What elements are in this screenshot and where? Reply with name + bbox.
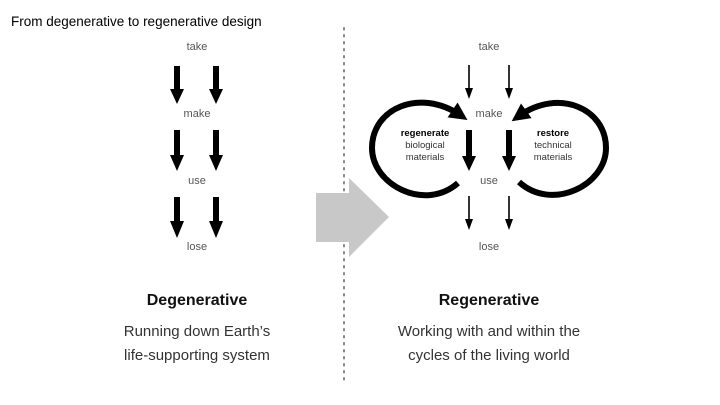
degenerative-step-lose: lose bbox=[186, 241, 208, 253]
regenerative-step-take: take bbox=[478, 41, 500, 53]
thin-arrow bbox=[465, 196, 473, 230]
thin-arrow bbox=[505, 196, 513, 230]
degenerative-step-use: use bbox=[188, 175, 206, 187]
degenerative-step-take: take bbox=[186, 41, 208, 53]
loop-right bbox=[511, 99, 610, 198]
page-title: From degenerative to regenerative design bbox=[11, 14, 262, 29]
loop-right-title: restore bbox=[536, 128, 570, 139]
loop-left-line2: materials bbox=[405, 152, 445, 163]
loop-left-title: regenerate bbox=[400, 128, 450, 139]
loop-right-line1: technical bbox=[534, 140, 572, 151]
transition-arrow bbox=[316, 178, 389, 257]
thin-arrow bbox=[505, 65, 513, 99]
degenerative-description-line2: life-supporting system bbox=[124, 347, 270, 364]
regenerative-description: Working with and within the cycles of th… bbox=[398, 320, 580, 368]
loop-right-label: restore technical materials bbox=[534, 128, 573, 164]
degenerative-arrows bbox=[170, 66, 223, 238]
thin-arrow bbox=[465, 65, 473, 99]
regenerative-description-line1: Working with and within the bbox=[397, 323, 581, 340]
loop-left-label: regenerate biological materials bbox=[401, 128, 450, 164]
regenerative-step-make: make bbox=[475, 108, 503, 120]
degenerative-description-line1: Running down Earth’s bbox=[123, 323, 271, 340]
loop-left bbox=[368, 99, 468, 199]
regenerative-thin-arrows bbox=[465, 65, 513, 230]
regenerative-step-lose: lose bbox=[478, 241, 500, 253]
regenerative-description-line2: cycles of the living world bbox=[408, 347, 570, 364]
thick-arrow bbox=[502, 130, 516, 171]
regenerative-thick-arrows bbox=[462, 130, 516, 171]
thick-arrow bbox=[170, 197, 184, 238]
regenerative-heading: Regenerative bbox=[438, 292, 540, 309]
thick-arrow bbox=[170, 66, 184, 104]
thick-arrow bbox=[209, 197, 223, 238]
regenerative-step-use: use bbox=[480, 175, 498, 187]
degenerative-description: Running down Earth’s life-supporting sys… bbox=[124, 320, 270, 368]
thick-arrow bbox=[462, 130, 476, 171]
thick-arrow bbox=[209, 130, 223, 171]
loop-right-line2: materials bbox=[533, 152, 573, 163]
degenerative-step-make: make bbox=[183, 108, 211, 120]
loop-left-line1: biological bbox=[405, 140, 445, 151]
thick-arrow bbox=[170, 130, 184, 171]
degenerative-heading: Degenerative bbox=[146, 292, 248, 309]
thick-arrow bbox=[209, 66, 223, 104]
